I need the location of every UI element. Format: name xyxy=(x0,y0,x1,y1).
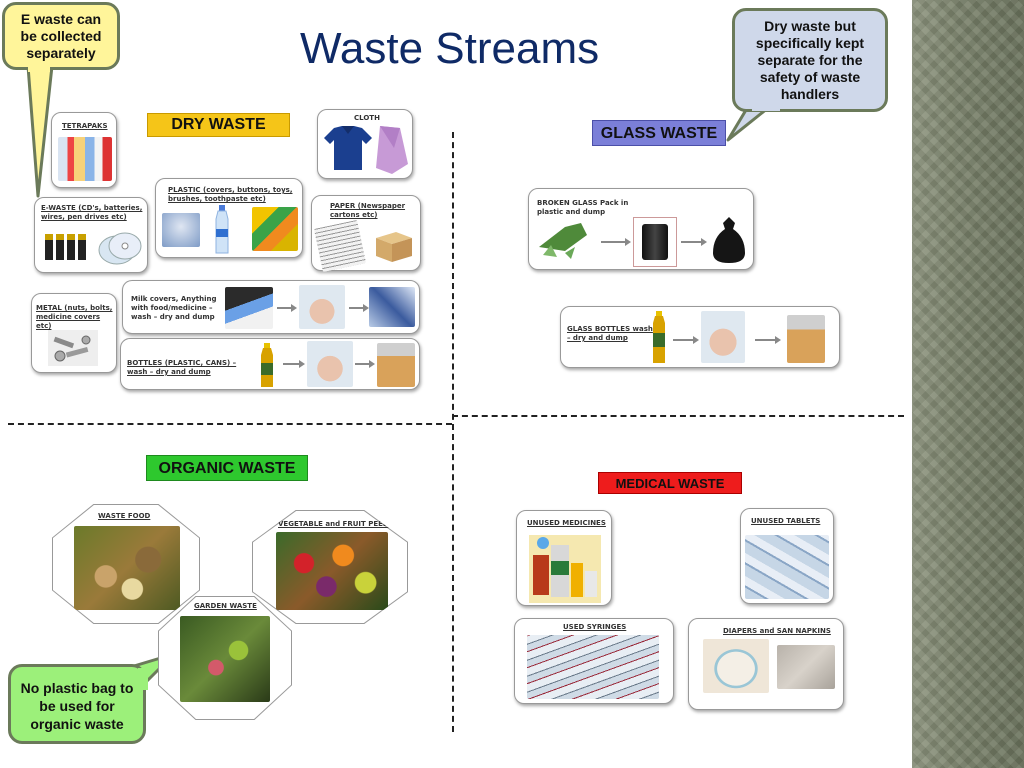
wrapped-glass-frame xyxy=(633,217,677,267)
batteries-image xyxy=(45,234,86,260)
organic-callout: No plastic bag to be used for organic wa… xyxy=(8,664,146,744)
waste-food-label: WASTE FOOD xyxy=(98,512,151,520)
tablets-image xyxy=(745,535,829,599)
bottles-card: BOTTLES (PLASTIC, CANS) – wash – dry and… xyxy=(120,338,420,390)
decorative-side-strip xyxy=(912,0,1024,768)
milk-covers-card: Milk covers, Anything with food/medicine… xyxy=(122,280,420,334)
milk-dried-image xyxy=(369,287,415,327)
tetrapaks-label: TETRAPAKS xyxy=(62,122,108,130)
glass-arrow-2 xyxy=(681,238,707,246)
peels-image xyxy=(276,532,388,610)
bottles-washing-image xyxy=(307,341,353,387)
broken-glass-image xyxy=(539,223,587,259)
vertical-divider xyxy=(452,132,454,732)
newspaper-image xyxy=(313,219,367,273)
toothpaste-image xyxy=(252,207,298,251)
medical-waste-heading: MEDICAL WASTE xyxy=(598,472,742,494)
used-syringes-card: USED SYRINGES xyxy=(514,618,674,704)
cloth-card: CLOTH xyxy=(317,109,413,179)
glass-bottles-dried-image xyxy=(787,315,825,363)
organic-callout-joint xyxy=(138,668,148,690)
glass-callout: Dry waste but specifically kept separate… xyxy=(732,8,888,112)
medicine-bottles-image xyxy=(529,535,601,603)
peels-card: VEGETABLE and FRUIT PEELS xyxy=(252,510,408,624)
glass-bottles-arrow-1 xyxy=(673,336,699,344)
ewaste-callout: E waste can be collected separately xyxy=(2,2,120,70)
ewaste-callout-text: E waste can be collected separately xyxy=(20,11,102,61)
ewaste-card: E-WASTE (CD's, batteries, wires, pen dri… xyxy=(34,197,148,273)
napkin-image xyxy=(777,645,835,689)
paper-label: PAPER (Newspaper cartons etc) xyxy=(330,202,406,219)
milk-covers-label: Milk covers, Anything with food/medicine… xyxy=(131,295,217,321)
unused-tablets-label: UNUSED TABLETS xyxy=(751,517,821,525)
milk-arrow-2 xyxy=(349,304,369,312)
glass-arrow-1 xyxy=(601,238,631,246)
page-title: Waste Streams xyxy=(300,24,600,73)
garbage-bag-image xyxy=(713,217,745,263)
syringes-image xyxy=(527,635,659,699)
nuts-bolts-image xyxy=(48,330,98,366)
juice-bottle-image xyxy=(261,343,273,387)
unused-medicines-card: UNUSED MEDICINES xyxy=(516,510,612,606)
waste-food-card: WASTE FOOD xyxy=(52,504,200,624)
bottles-arrow-1 xyxy=(283,360,305,368)
ewaste-callout-joint xyxy=(28,64,50,72)
waste-food-image xyxy=(74,526,180,610)
glass-juice-bottle-image xyxy=(653,311,665,363)
unused-medicines-label: UNUSED MEDICINES xyxy=(527,519,606,527)
carton-image xyxy=(376,232,412,262)
ewaste-label: E-WASTE (CD's, batteries, wires, pen dri… xyxy=(41,204,143,221)
milk-arrow-1 xyxy=(277,304,297,312)
glass-bottles-label: GLASS BOTTLES wash – dry and dump xyxy=(567,325,653,342)
garden-waste-card: GARDEN WASTE xyxy=(158,596,292,720)
bottles-arrow-2 xyxy=(355,360,375,368)
shirt-image xyxy=(324,126,372,170)
water-bottle-image xyxy=(215,205,229,254)
garden-waste-image xyxy=(180,616,270,702)
glass-waste-heading: GLASS WASTE xyxy=(592,120,726,146)
cloth-napkin-image xyxy=(376,126,408,174)
plastic-card: PLASTIC (covers, buttons, toys, brushes,… xyxy=(155,178,303,258)
organic-waste-heading: ORGANIC WASTE xyxy=(146,455,308,481)
wrapped-glass-image xyxy=(642,224,668,260)
metal-card: METAL (nuts, bolts, medicine covers etc) xyxy=(31,293,117,373)
cd-image xyxy=(98,232,142,265)
broken-glass-label: BROKEN GLASS Pack in plastic and dump xyxy=(537,199,629,216)
diaper-image xyxy=(703,639,769,693)
bottles-dried-image xyxy=(377,343,415,387)
broken-glass-card: BROKEN GLASS Pack in plastic and dump xyxy=(528,188,754,270)
tetrapaks-card: TETRAPAKS xyxy=(51,112,117,188)
tetrapaks-image xyxy=(58,137,112,181)
glass-callout-text: Dry waste but specifically kept separate… xyxy=(755,18,865,102)
glass-bottles-washing-image xyxy=(701,311,745,363)
metal-label: METAL (nuts, bolts, medicine covers etc) xyxy=(36,304,113,330)
glass-bottles-arrow-2 xyxy=(755,336,781,344)
plastic-bag-image xyxy=(162,213,200,247)
peels-label: VEGETABLE and FRUIT PEELS xyxy=(278,520,393,528)
milk-washing-image xyxy=(299,285,345,329)
paper-card: PAPER (Newspaper cartons etc) xyxy=(311,195,421,273)
unused-tablets-card: UNUSED TABLETS xyxy=(740,508,834,604)
dry-waste-heading: DRY WASTE xyxy=(147,113,290,137)
glass-bottles-card: GLASS BOTTLES wash – dry and dump xyxy=(560,306,840,368)
bottles-label: BOTTLES (PLASTIC, CANS) – wash – dry and… xyxy=(127,359,237,376)
diapers-label: DIAPERS and SAN NAPKINS xyxy=(723,627,831,635)
horizontal-divider-right xyxy=(452,415,904,417)
organic-callout-text: No plastic bag to be used for organic wa… xyxy=(20,680,134,732)
horizontal-divider-left xyxy=(8,423,452,425)
plastic-label: PLASTIC (covers, buttons, toys, brushes,… xyxy=(168,186,293,203)
milk-covers-image xyxy=(225,287,273,329)
glass-callout-joint xyxy=(752,103,780,111)
used-syringes-label: USED SYRINGES xyxy=(563,623,627,631)
cloth-label: CLOTH xyxy=(354,114,380,122)
diapers-card: DIAPERS and SAN NAPKINS xyxy=(688,618,844,710)
garden-waste-label: GARDEN WASTE xyxy=(194,602,257,610)
